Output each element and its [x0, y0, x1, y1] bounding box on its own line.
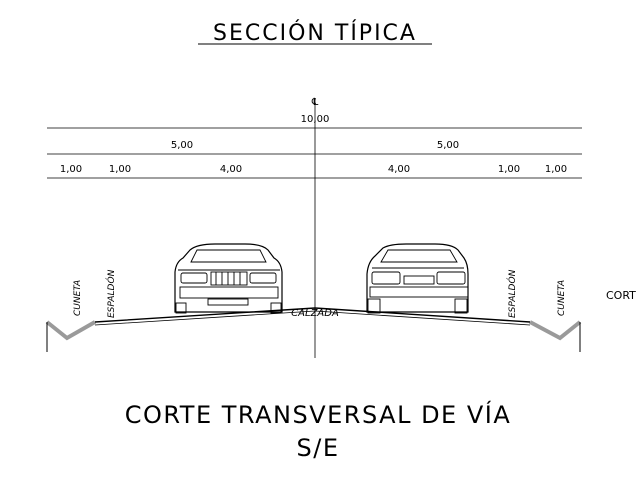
label-espaldon-left: ESPALDÓN	[105, 269, 117, 318]
dim-espaldon-left: 1,00	[109, 164, 131, 175]
road-surface-base	[94, 310, 531, 326]
car-rear-icon	[366, 243, 469, 314]
dim-cuneta-right: 1,00	[545, 164, 567, 175]
label-calzada: CALZADA	[291, 308, 339, 319]
cuneta-right-shape	[529, 320, 582, 341]
cuneta-left-shape	[45, 320, 96, 341]
label-espaldon-right: ESPALDÓN	[506, 269, 518, 318]
label-cuneta-left: CUNETA	[73, 280, 83, 316]
dim-half-left: 5,00	[171, 140, 193, 151]
road-surface	[94, 307, 531, 323]
section-title: SECCIÓN TÍPICA	[213, 20, 417, 46]
label-clipped-right: CORT	[606, 289, 636, 302]
dim-half-right: 5,00	[437, 140, 459, 151]
dim-lane-right: 4,00	[388, 164, 410, 175]
dim-total: 10,00	[301, 114, 330, 125]
dim-lane-left: 4,00	[220, 164, 242, 175]
footer-title: CORTE TRANSVERSAL DE VÍA	[125, 400, 512, 429]
footer-scale: S/E	[297, 434, 340, 462]
dim-espaldon-right: 1,00	[498, 164, 520, 175]
label-cuneta-right: CUNETA	[557, 280, 567, 316]
car-front-icon	[174, 243, 283, 314]
dim-cuneta-left: 1,00	[60, 164, 82, 175]
